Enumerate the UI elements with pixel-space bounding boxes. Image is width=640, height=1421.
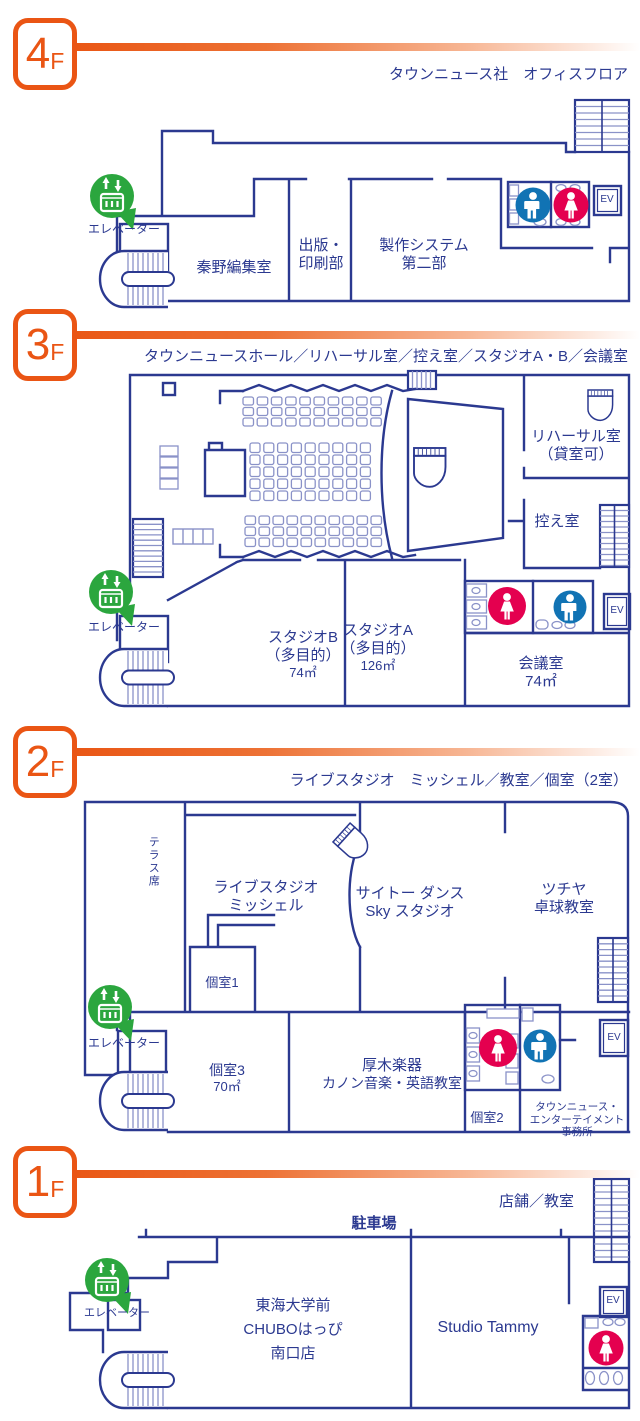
elevator-label: エレベーター xyxy=(84,1307,150,1319)
stairs-icon xyxy=(573,98,631,154)
hall-seats xyxy=(242,396,382,427)
floor-badge-3f: 3 F xyxy=(13,309,77,381)
floor-badge-4f: 4 F xyxy=(13,18,77,90)
walls-4f xyxy=(115,129,631,303)
ev-box xyxy=(598,1018,630,1058)
room-label-room1: 個室1 xyxy=(205,975,239,990)
floor-rule-3f xyxy=(64,331,640,339)
room-label-terrace: テラス席 xyxy=(147,836,160,888)
room-label-hadano: 秦野編集室 xyxy=(196,259,272,276)
stairs-icon xyxy=(592,1177,631,1264)
room-label-atsugi: 厚木楽器カノン音楽・英語教室 xyxy=(322,1057,462,1091)
stairs-icon xyxy=(596,936,630,1004)
mens-toilet-icon xyxy=(553,590,587,624)
floor-subtitle-2f: ライブスタジオ ミッシェル／教室／個室（2室） xyxy=(289,772,628,789)
room-label-publishing: 出版・印刷部 xyxy=(298,237,344,272)
room-label-live-studio: ライブスタジオミッシェル xyxy=(213,879,319,914)
elevator-label: エレベーター xyxy=(88,620,161,634)
room-label-studio-a: スタジオA（多目的）126㎡ xyxy=(340,622,416,673)
piano-icon xyxy=(332,822,375,864)
room-label-anteroom: 控え室 xyxy=(534,513,580,530)
restroom-block xyxy=(463,1003,562,1092)
stage xyxy=(380,389,505,560)
floorplan-3f xyxy=(87,369,632,708)
floor-badge-2f: 2 F xyxy=(13,726,77,798)
stairs-icon xyxy=(406,369,438,391)
ev-box xyxy=(598,1285,629,1319)
elevator-label: エレベーター xyxy=(88,1036,161,1050)
ev-box xyxy=(592,184,623,217)
hall-seats xyxy=(249,442,372,502)
floor-number: 4 xyxy=(25,29,51,78)
room-label-tsuchiya: ツチヤ卓球教室 xyxy=(533,881,595,916)
room-label-production: 製作システム第二部 xyxy=(379,237,469,272)
floorplan-4f xyxy=(88,98,631,309)
spiral-stairs-icon xyxy=(98,1350,175,1410)
floorplan-2f xyxy=(83,800,631,1134)
floorplan-1f xyxy=(68,1177,631,1410)
floor-subtitle-3f: タウンニュースホール／リハーサル室／控え室／スタジオA・B／会議室 xyxy=(144,348,628,365)
restroom-block xyxy=(463,579,595,635)
ev-label: EV xyxy=(607,1032,621,1043)
spiral-stairs-icon xyxy=(98,249,175,309)
grand-piano-icon xyxy=(413,447,447,488)
control-booth xyxy=(203,441,247,498)
floor-rule-2f xyxy=(64,748,640,756)
room-label-studio-b: スタジオB（多目的）74㎡ xyxy=(265,629,341,680)
ev-label: EV xyxy=(600,194,614,205)
elevator-icon xyxy=(86,983,136,1043)
hall-seats xyxy=(244,515,383,548)
room-label-rehearsal: リハーサル室（貸室可） xyxy=(531,428,621,463)
spiral-stairs-icon xyxy=(98,647,175,708)
womens-toilet-icon xyxy=(488,587,526,625)
walls-1f xyxy=(68,1228,631,1410)
parking-label: 駐車場 xyxy=(351,1215,397,1232)
floor-badge-1f: 1 F xyxy=(13,1146,77,1218)
womens-toilet-icon xyxy=(588,1330,624,1366)
womens-toilet-icon xyxy=(479,1029,517,1067)
stairs-icon xyxy=(131,517,165,579)
spiral-stairs-icon xyxy=(98,1070,175,1132)
ev-label: EV xyxy=(610,605,624,616)
floor-rule-4f xyxy=(64,43,640,51)
stairs-icon xyxy=(598,503,631,569)
womens-toilet-icon xyxy=(553,187,589,223)
mens-toilet-icon xyxy=(523,1029,557,1063)
ev-box xyxy=(602,592,632,631)
elevator-label: エレベーター xyxy=(88,222,161,236)
floor-subtitle-4f: タウンニュース社 オフィスフロア xyxy=(389,66,628,83)
floor-rule-1f xyxy=(64,1170,640,1178)
room-label-tn-entertainment: タウンニュース・エンターテイメント事務所 xyxy=(529,1101,625,1139)
mens-toilet-icon xyxy=(515,187,551,223)
elevator-icon xyxy=(87,568,137,628)
ev-label: EV xyxy=(606,1295,620,1306)
floor-subtitle-1f: 店舗／教室 xyxy=(498,1193,574,1210)
room-label-room2: 個室2 xyxy=(470,1110,504,1125)
rehearsal-piano-icon xyxy=(587,389,614,422)
restroom-block xyxy=(506,180,591,229)
room-label-tammy: Studio Tammy xyxy=(437,1319,539,1336)
